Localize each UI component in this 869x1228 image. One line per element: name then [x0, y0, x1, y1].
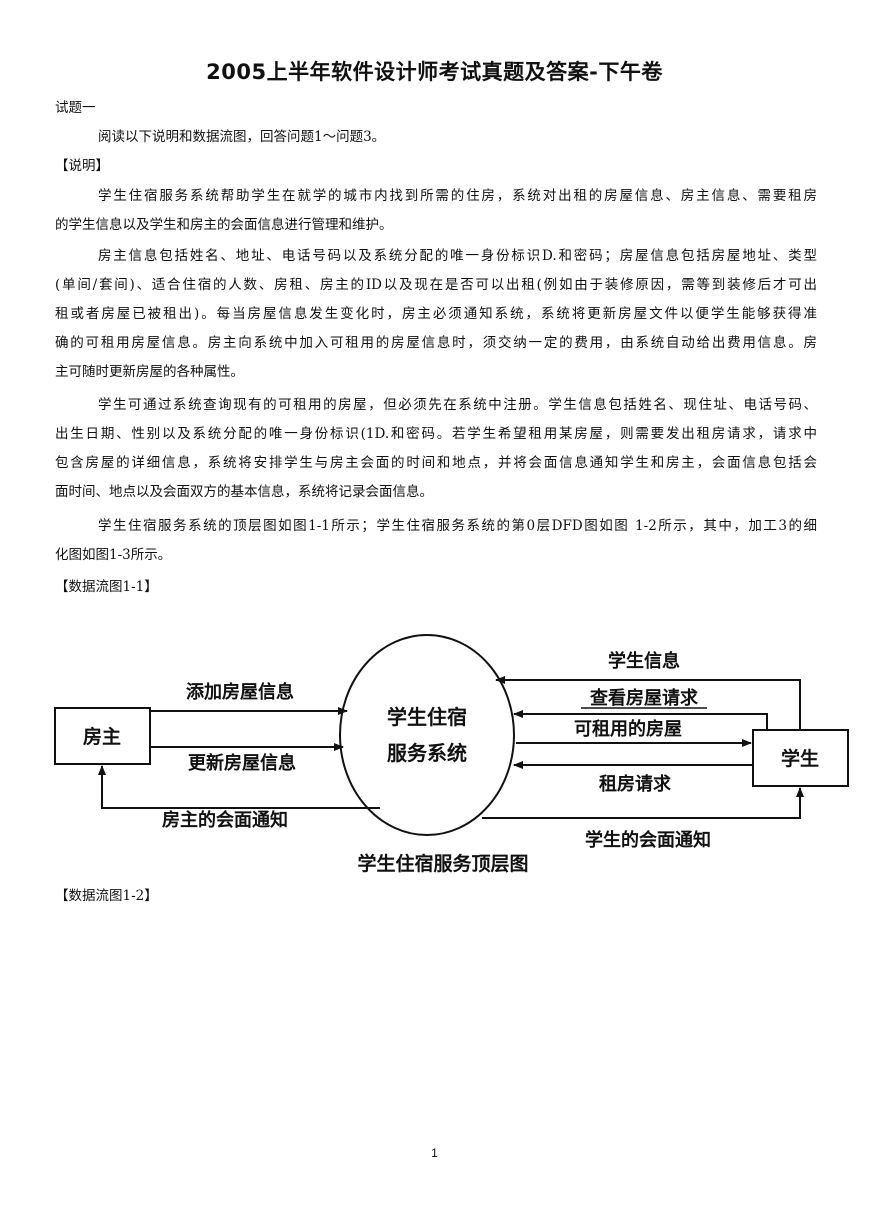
- data-flow-diagram: 房主 学生 学生住宿 服务系统 添加房屋信息 更新房屋信息 房主的会面通知 学生…: [54, 634, 849, 875]
- process-circle: [339, 634, 515, 836]
- paragraph-line: 的学生信息以及学生和房主的会面信息进行管理和维护。: [55, 217, 393, 233]
- paragraph-line: 确的可租用房屋信息。房主向系统中加入可租用的房屋信息时，须交纳一定的费用，由系统…: [55, 335, 817, 351]
- paragraph-line: 房主信息包括姓名、地址、电话号码以及系统分配的唯一身份标识D.和密码；房屋信息包…: [98, 248, 817, 264]
- paragraph-line: 包含房屋的详细信息，系统将安排学生与房主会面的时间和地点，并将会面信息通知学生和…: [55, 455, 817, 471]
- student-notice-flow: [482, 787, 804, 819]
- paragraph-line: 化图如图1-3所示。: [55, 547, 172, 563]
- update-house-label: 更新房屋信息: [188, 752, 296, 774]
- diagram-caption: 学生住宿服务顶层图: [357, 852, 528, 875]
- paragraph-line: 主可随时更新房屋的各种属性。: [55, 364, 244, 380]
- student-info-flow: [495, 676, 801, 730]
- paragraph-2: 房主信息包括姓名、地址、电话号码以及系统分配的唯一身份标识D.和密码；房屋信息包…: [55, 242, 817, 387]
- rent-request-label: 租房请求: [599, 773, 672, 795]
- student-notice-label: 学生的会面通知: [585, 829, 711, 851]
- page-title: 2005上半年软件设计师考试真题及答案-下午卷: [206, 60, 663, 84]
- figure-2-label: 【数据流图1-2】: [55, 888, 158, 904]
- process-label-line-1: 学生住宿: [387, 705, 467, 729]
- paragraph-line: 租或者房屋已被租出)。每当房屋信息发生变化时，房主必须通知系统，系统将更新房屋文…: [55, 306, 817, 322]
- view-request-flow: [513, 710, 768, 730]
- process-label-line-2: 服务系统: [387, 741, 467, 765]
- landlord-notice-flow: [98, 765, 380, 809]
- figure-1-label: 【数据流图1-1】: [55, 579, 158, 595]
- paragraph-4: 学生住宿服务系统的顶层图如图1-1所示；学生住宿服务系统的第0层DFD图如图 1…: [55, 512, 817, 570]
- description-label: 【说明】: [55, 158, 109, 174]
- paragraph-line: 出生日期、性别以及系统分配的唯一身份标识(1D.和密码。若学生希望租用某房屋，则…: [55, 426, 817, 442]
- student-info-label: 学生信息: [608, 650, 680, 672]
- question-label: 试题一: [55, 100, 96, 116]
- intro-text: 阅读以下说明和数据流图，回答问题1～问题3。: [98, 129, 386, 145]
- paragraph-line: (单间/套间)、适合住宿的人数、房租、房主的ID以及现在是否可以出租(例如由于装…: [55, 277, 817, 293]
- paragraph-line: 学生住宿服务系统的顶层图如图1-1所示；学生住宿服务系统的第0层DFD图如图 1…: [98, 518, 817, 534]
- landlord-label: 房主: [83, 725, 121, 748]
- paragraph-line: 学生住宿服务系统帮助学生在就学的城市内找到所需的住房，系统对出租的房屋信息、房主…: [98, 188, 817, 204]
- paragraph-3: 学生可通过系统查询现有的可租用的房屋，但必须先在系统中注册。学生信息包括姓名、现…: [55, 391, 817, 507]
- view-request-label: 查看房屋请求: [590, 687, 699, 709]
- paragraph-line: 学生可通过系统查询现有的可租用的房屋，但必须先在系统中注册。学生信息包括姓名、现…: [98, 397, 817, 413]
- landlord-notice-label: 房主的会面通知: [162, 809, 288, 831]
- add-house-label: 添加房屋信息: [186, 681, 294, 703]
- paragraph-line: 面时间、地点以及会面双方的基本信息，系统将记录会面信息。: [55, 484, 433, 500]
- page-number: 1: [431, 1146, 438, 1160]
- student-label: 学生: [781, 747, 819, 770]
- landlord-box: [54, 707, 151, 765]
- available-house-label: 可租用的房屋: [574, 718, 682, 740]
- paragraph-1: 学生住宿服务系统帮助学生在就学的城市内找到所需的住房，系统对出租的房屋信息、房主…: [55, 182, 817, 240]
